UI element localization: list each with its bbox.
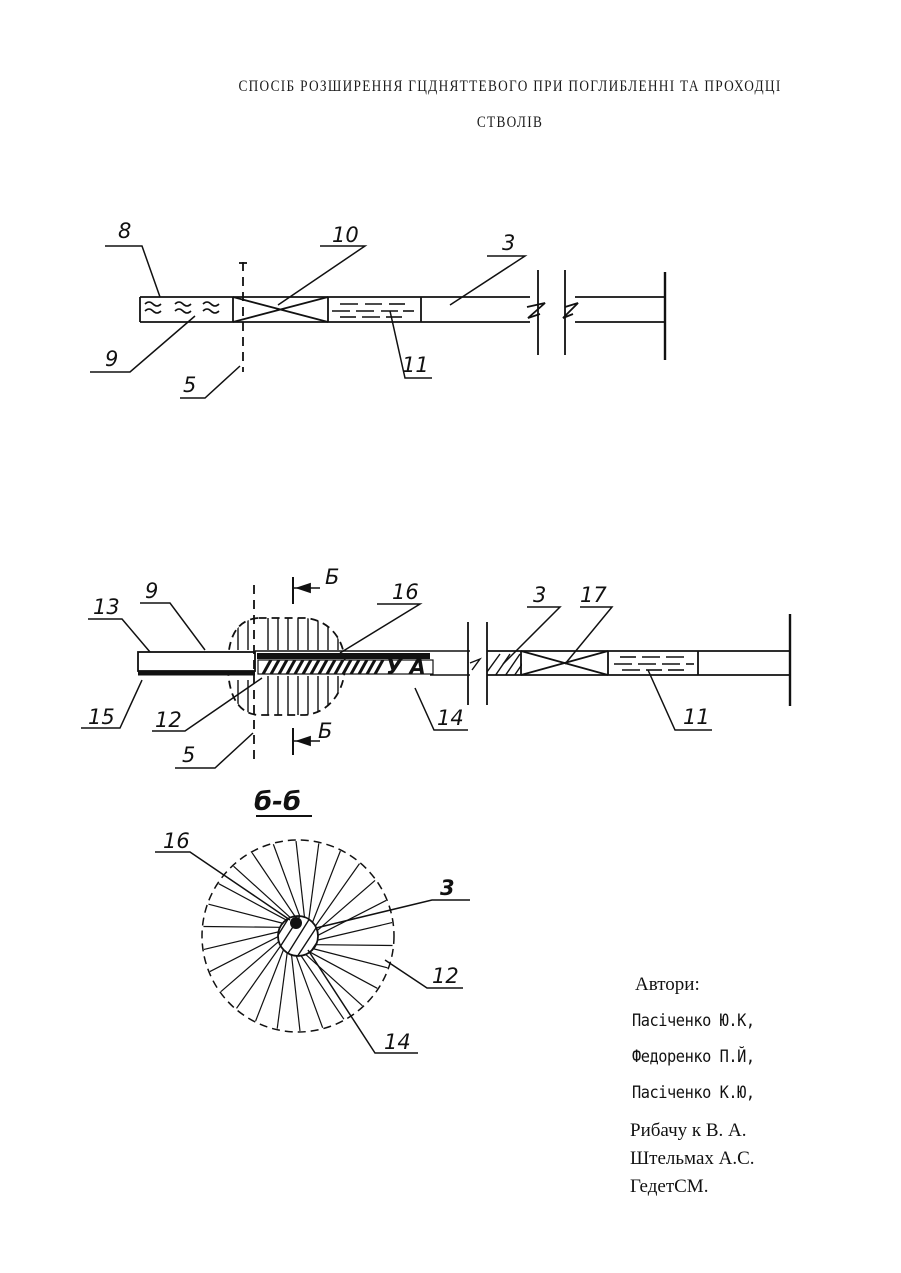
fig2-rod-13 (138, 652, 255, 671)
fig3-label-16: 16 (163, 829, 190, 853)
figure-3: б-б 16 3 12 14 (155, 787, 470, 1054)
author-1: Пасіченко Ю.К, (632, 1011, 755, 1031)
fig3-section-title: б-б (254, 787, 301, 817)
authors-heading: Автори: (635, 974, 768, 996)
fig1-dash-fill (332, 304, 414, 317)
fig1-label-3: 3 (502, 231, 515, 255)
fig3-radial-line (316, 945, 393, 946)
fig3-dot-16 (290, 917, 302, 929)
fig2-label-16: 16 (392, 580, 419, 604)
fig2-label-12: 12 (155, 708, 182, 732)
fig2-label-9: 9 (145, 579, 158, 603)
fig2-break-symbol (468, 622, 487, 705)
fig3-radial-line (313, 949, 387, 968)
fig3-radial-line (277, 953, 287, 1029)
fig2-label-17: 17 (580, 583, 607, 607)
fig3-radial-line (318, 900, 386, 935)
fig3-label-14: 14 (384, 1030, 411, 1054)
author-4: Рибачу к В. А. (630, 1117, 768, 1145)
fig1-label-11: 11 (402, 353, 429, 377)
author-2: Федоренко П.Й, (632, 1047, 755, 1067)
fig1-label-5: 5 (183, 373, 196, 397)
fig3-label-3: 3 (440, 876, 455, 900)
fig2-label-15: 15 (88, 705, 115, 729)
fig3-radial-line (315, 864, 359, 927)
fig3-label-12: 12 (432, 964, 459, 988)
figure-2 (81, 577, 790, 768)
fig2-leaders (81, 603, 712, 768)
figure-1 (90, 246, 665, 398)
fig3-radial-line (210, 937, 278, 972)
fig2-label-14: 14 (437, 706, 464, 730)
fig2-right-hatch (487, 654, 525, 676)
fig1-break-symbol (527, 270, 578, 355)
fig2-section-mark-top: Б (325, 565, 339, 589)
fig3-radial-line (236, 946, 280, 1009)
author-5: Штельмах А.С. (630, 1145, 768, 1173)
fig3-radial-line (309, 843, 319, 919)
fig1-wave-fill (145, 302, 219, 313)
fig2-strip-letters: У А (386, 655, 426, 679)
fig2-label-5: 5 (182, 743, 195, 767)
fig3-leaders (155, 852, 470, 1053)
author-3: Пасіченко К.Ю, (632, 1083, 755, 1103)
fig1-label-8: 8 (118, 219, 131, 243)
fig1-label-10: 10 (332, 223, 359, 247)
fig3-radial-line (292, 955, 300, 1031)
fig3-radial-line (306, 954, 363, 1005)
fig3-radial-line (296, 841, 304, 917)
fig1-label-9: 9 (105, 347, 118, 371)
fig2-dash-fill (614, 657, 694, 670)
fig2-label-3: 3 (533, 583, 546, 607)
fig3-radial-line (203, 927, 280, 928)
authors-block: Автори: Пасіченко Ю.К, Федоренко П.Й, Па… (630, 974, 768, 1201)
fig3-radial-line (204, 932, 278, 950)
author-6: ГедетСМ. (630, 1173, 768, 1201)
fig2-section-mark-bottom: Б (318, 719, 332, 743)
fig2-label-11: 11 (683, 705, 710, 729)
fig3-radial-line (234, 866, 291, 917)
figure-1-labels: 8 10 3 9 5 11 (105, 219, 515, 397)
fig2-label-13: 13 (93, 595, 120, 619)
